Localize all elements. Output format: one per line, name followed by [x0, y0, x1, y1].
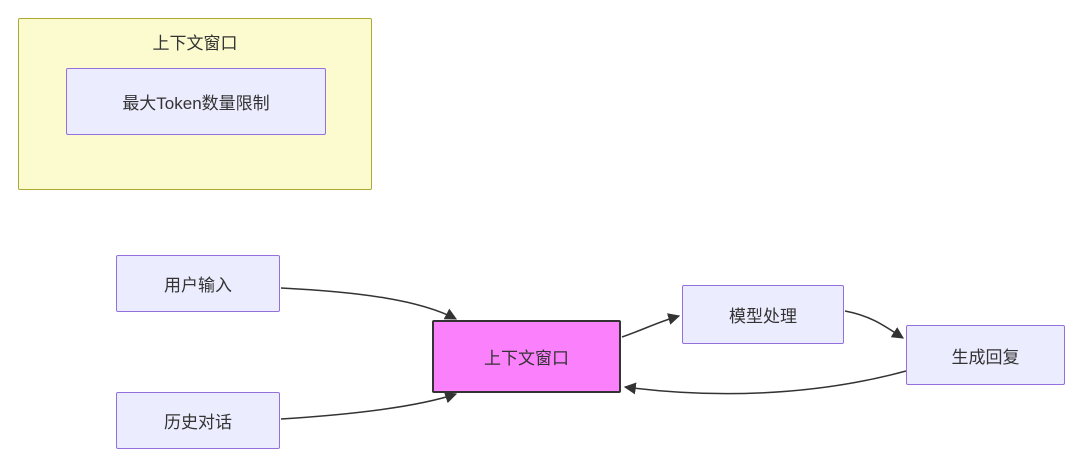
node-model-processing: 模型处理 — [682, 285, 844, 344]
node-generate-reply: 生成回复 — [906, 325, 1065, 385]
edge-user-input-to-context-window — [280, 287, 458, 320]
node-user-input: 用户输入 — [116, 255, 280, 312]
edge-history-dialogue-to-context-window — [280, 391, 458, 420]
subgraph-title: 上下文窗口 — [152, 34, 238, 53]
edge-model-processing-to-generate-reply — [844, 310, 905, 339]
node-context-window: 上下文窗口 — [432, 320, 621, 393]
subgraph-context-window: 上下文窗口 最大Token数量限制 — [18, 18, 372, 190]
node-history-dialogue: 历史对话 — [116, 392, 280, 449]
edge-generate-reply-to-context-window — [623, 370, 907, 395]
node-max-token-limit: 最大Token数量限制 — [66, 68, 326, 135]
edge-context-window-to-model-processing — [621, 313, 681, 338]
